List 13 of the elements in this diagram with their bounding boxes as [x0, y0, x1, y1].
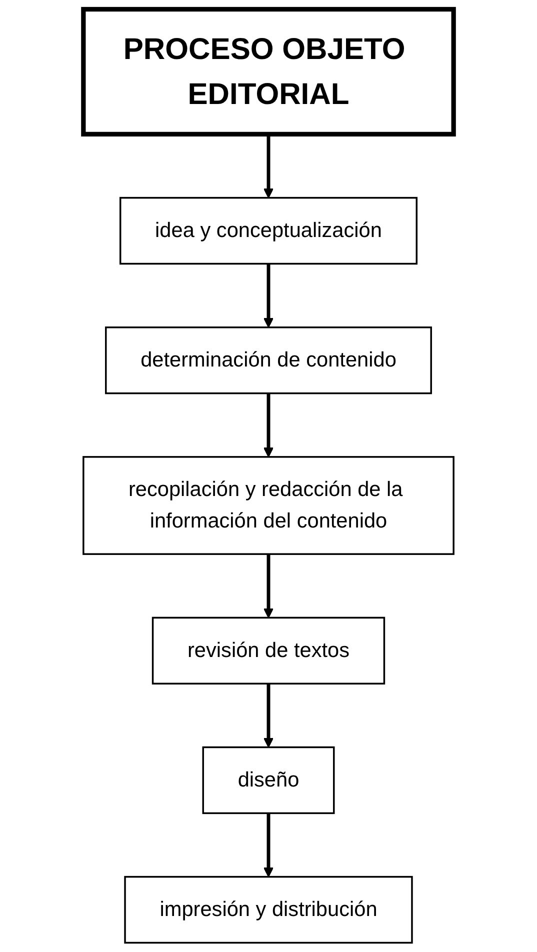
arrow — [263, 264, 274, 328]
arrow — [263, 684, 274, 748]
node-box: idea y conceptualización — [119, 196, 418, 265]
arrow — [263, 393, 274, 458]
arrow — [263, 813, 274, 878]
node-box: recopilación y redacción de la información del contenido — [82, 456, 454, 555]
node-box: revisión de textos — [152, 616, 386, 684]
arrow — [263, 554, 274, 618]
arrow — [263, 134, 274, 198]
node-box: diseño — [202, 746, 335, 814]
node-box: impresión y distribución — [124, 876, 413, 944]
node-box: determinación de contenido — [105, 326, 432, 394]
node-box: PROCESO OBJETO EDITORIAL — [81, 6, 456, 136]
